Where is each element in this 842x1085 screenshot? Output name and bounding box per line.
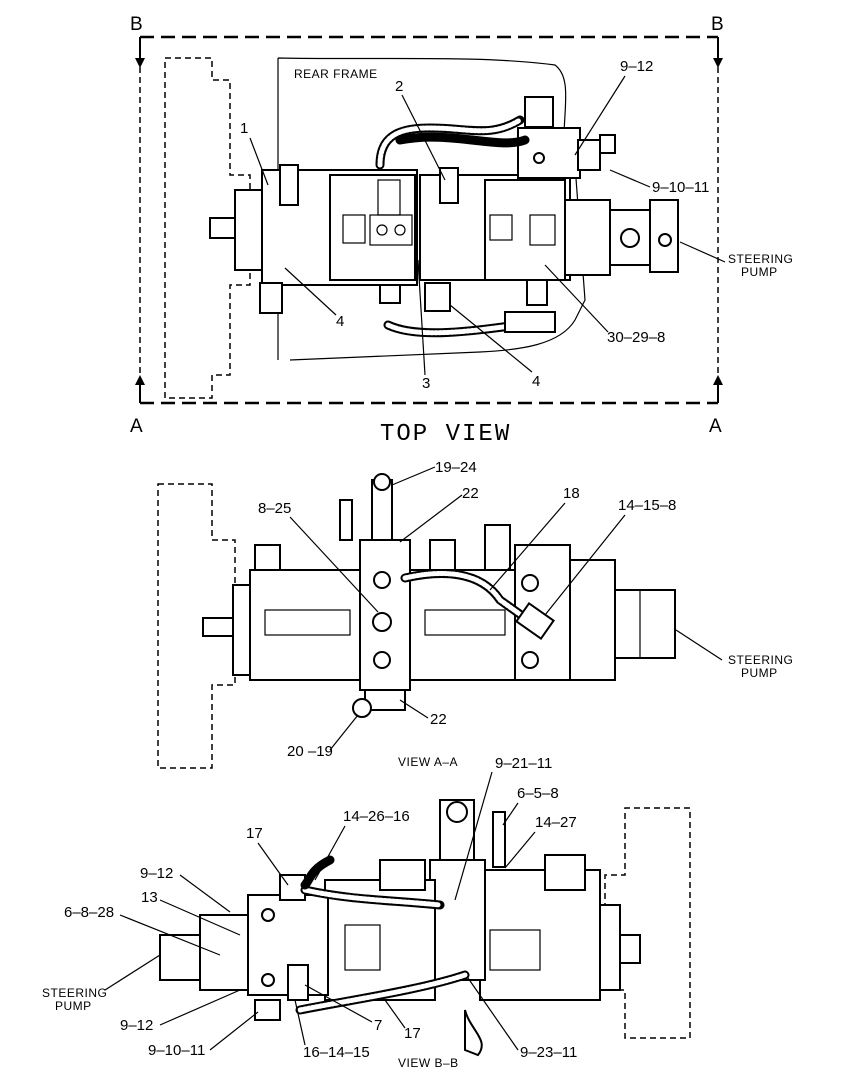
steering-pump-b bbox=[199, 914, 249, 991]
callout-2: 2 bbox=[395, 78, 403, 95]
callout-14-27: 14–27 bbox=[535, 814, 577, 831]
rear-frame-label: REAR FRAME bbox=[294, 67, 378, 81]
callout-4-left: 4 bbox=[336, 313, 344, 330]
callout-14-26-16: 14–26–16 bbox=[343, 808, 410, 825]
view-a-title: VIEW A–A bbox=[398, 755, 458, 769]
steering-pump-a-label-2: PUMP bbox=[741, 666, 778, 680]
callout-22-top: 22 bbox=[462, 485, 479, 502]
arrow-up-icon bbox=[713, 375, 723, 385]
steering-pump-a bbox=[614, 589, 676, 659]
callout-14-15-8: 14–15–8 bbox=[618, 497, 676, 514]
callout-9-23-11: 9–23–11 bbox=[520, 1044, 577, 1061]
callout-7: 7 bbox=[374, 1017, 382, 1034]
steering-pump-label-1: STEERING bbox=[728, 252, 793, 266]
callout-9-12: 9–12 bbox=[620, 58, 653, 75]
transmission-housing-a bbox=[157, 483, 236, 769]
transmission-housing bbox=[164, 57, 251, 399]
callout-3: 3 bbox=[422, 375, 430, 392]
view-b-b: 9–21–11 6–5–8 17 14–26–16 14–27 9–12 13 … bbox=[42, 755, 691, 1070]
section-label-a-right: A bbox=[709, 416, 722, 437]
callout-9-12-bottom: 9–12 bbox=[120, 1017, 153, 1034]
callout-4-right: 4 bbox=[532, 373, 540, 390]
callout-16-14-15: 16–14–15 bbox=[303, 1044, 370, 1061]
callout-13: 13 bbox=[141, 889, 158, 906]
view-a-a: 19–24 22 8–25 18 14–15–8 22 20 –19 STEER… bbox=[157, 459, 793, 769]
callout-1: 1 bbox=[240, 120, 248, 137]
section-label-b-left: B bbox=[130, 14, 143, 35]
top-view-title: TOP VIEW bbox=[380, 421, 511, 448]
callout-22-bottom: 22 bbox=[430, 711, 447, 728]
valve-block bbox=[517, 127, 581, 179]
arrow-down-icon bbox=[135, 58, 145, 68]
callout-17-top: 17 bbox=[246, 825, 263, 842]
steering-pump-b-label-1: STEERING bbox=[42, 986, 107, 1000]
callout-18: 18 bbox=[563, 485, 580, 502]
steering-pump-label-2: PUMP bbox=[741, 265, 778, 279]
callout-6-5-8: 6–5–8 bbox=[517, 785, 559, 802]
arrow-down-icon bbox=[713, 58, 723, 68]
callout-9-12-top: 9–12 bbox=[140, 865, 173, 882]
valve-block-b bbox=[429, 859, 486, 981]
callout-9-10-11: 9–10–11 bbox=[652, 179, 709, 196]
callout-9-10-11: 9–10–11 bbox=[148, 1042, 205, 1059]
top-view: B B A A REAR FRAME bbox=[130, 14, 793, 448]
steering-pump-b-label-2: PUMP bbox=[55, 999, 92, 1013]
callout-20-19: 20 –19 bbox=[287, 743, 333, 760]
view-b-title: VIEW B–B bbox=[398, 1056, 459, 1070]
callout-8-25: 8–25 bbox=[258, 500, 291, 517]
arrow-up-icon bbox=[135, 375, 145, 385]
steering-pump-a-label-1: STEERING bbox=[728, 653, 793, 667]
pump-a-1 bbox=[249, 569, 361, 681]
callout-19-24: 19–24 bbox=[435, 459, 477, 476]
section-label-a-left: A bbox=[130, 416, 143, 437]
section-label-b-right: B bbox=[711, 14, 724, 35]
steering-pump-body bbox=[564, 199, 611, 276]
pump-a-2 bbox=[409, 569, 521, 681]
callout-17-bottom: 17 bbox=[404, 1025, 421, 1042]
callout-30-29-8: 30–29–8 bbox=[607, 329, 665, 346]
callout-6-8-28: 6–8–28 bbox=[64, 904, 114, 921]
callout-9-21-11: 9–21–11 bbox=[495, 755, 552, 772]
